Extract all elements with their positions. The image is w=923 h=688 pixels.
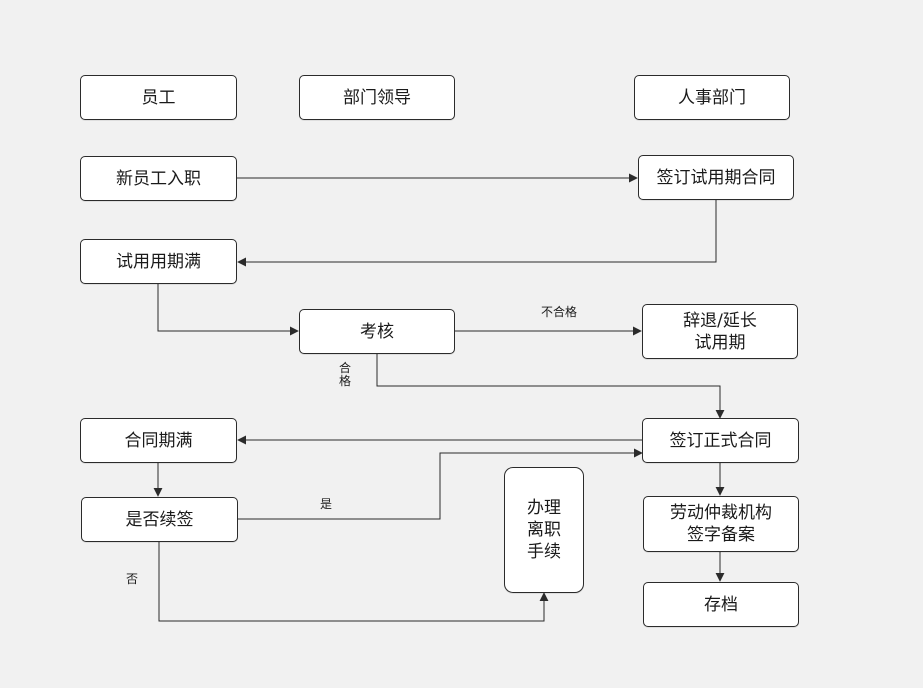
node-new-hire: 新员工入职 (80, 156, 237, 201)
node-sign-probation-contract: 签订试用期合同 (638, 155, 794, 200)
edge-renew-no-to-resign (158, 542, 549, 622)
node-dismiss-or-extend: 辞退/延长 试用期 (642, 304, 798, 359)
edge-probation-contract-to-probation-end (237, 200, 717, 267)
node-contract-expire: 合同期满 (80, 418, 237, 463)
edge-probation-end-to-assessment (157, 284, 299, 336)
edge-label-no: 否 (125, 572, 138, 586)
edge-label-yes: 是 (319, 497, 332, 511)
node-probation-end: 试用用期满 (80, 239, 237, 284)
node-assessment: 考核 (299, 309, 455, 354)
lane-header-dept-leader: 部门领导 (299, 75, 455, 120)
lane-header-hr: 人事部门 (634, 75, 790, 120)
edge-renew-yes-to-formal-contract (238, 448, 643, 520)
edge-label-pass: 合 格 (338, 361, 351, 388)
node-archive: 存档 (643, 582, 799, 627)
node-renew-decision: 是否续签 (81, 497, 238, 542)
node-resign-procedure: 办理 离职 手续 (504, 467, 584, 593)
node-sign-formal-contract: 签订正式合同 (642, 418, 799, 463)
edge-label-fail: 不合格 (540, 305, 577, 319)
edge-assessment-to-formal-contract (376, 354, 725, 419)
node-arbitration-filing: 劳动仲裁机构 签字备案 (643, 496, 799, 552)
lane-header-employee: 员工 (80, 75, 237, 120)
